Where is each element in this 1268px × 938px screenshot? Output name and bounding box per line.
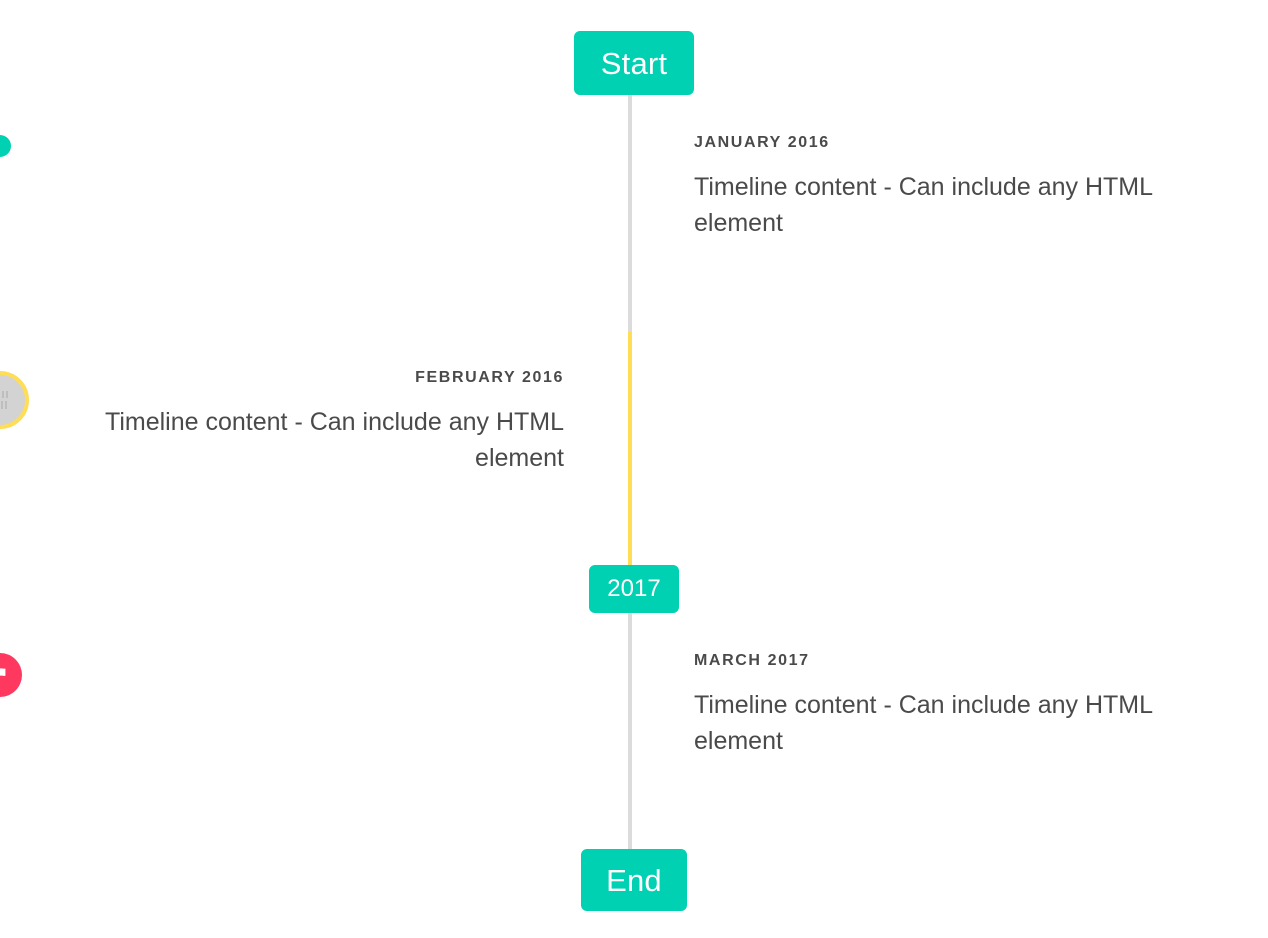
- timeline-header-badge[interactable]: Start: [574, 31, 694, 95]
- timeline-item-body: Timeline content - Can include any HTML …: [105, 408, 564, 472]
- timeline-item-body: Timeline content - Can include any HTML …: [694, 691, 1153, 755]
- timeline-item-heading: FEBRUARY 2016: [415, 369, 564, 386]
- timeline-item-content: MARCH 2017 Timeline content - Can includ…: [694, 651, 1218, 759]
- timeline-rail-lower: [628, 613, 632, 853]
- timeline-item-content: JANUARY 2016 Timeline content - Can incl…: [694, 133, 1218, 241]
- flag-icon[interactable]: [0, 653, 22, 697]
- broken-image-glyph: [0, 391, 10, 409]
- timeline-footer-badge[interactable]: End: [581, 849, 687, 911]
- timeline-item-heading: MARCH 2017: [694, 652, 810, 669]
- broken-image-icon[interactable]: [0, 371, 29, 429]
- timeline-item-content: FEBRUARY 2016 Timeline content - Can inc…: [40, 368, 564, 476]
- timeline-rail-upper: [628, 95, 632, 332]
- timeline-item-heading: JANUARY 2016: [694, 134, 830, 151]
- timeline-mid-badge[interactable]: 2017: [589, 565, 679, 613]
- dot-icon[interactable]: [0, 135, 11, 157]
- timeline-item-body: Timeline content - Can include any HTML …: [694, 173, 1153, 237]
- timeline-rail-yellow: [628, 332, 632, 565]
